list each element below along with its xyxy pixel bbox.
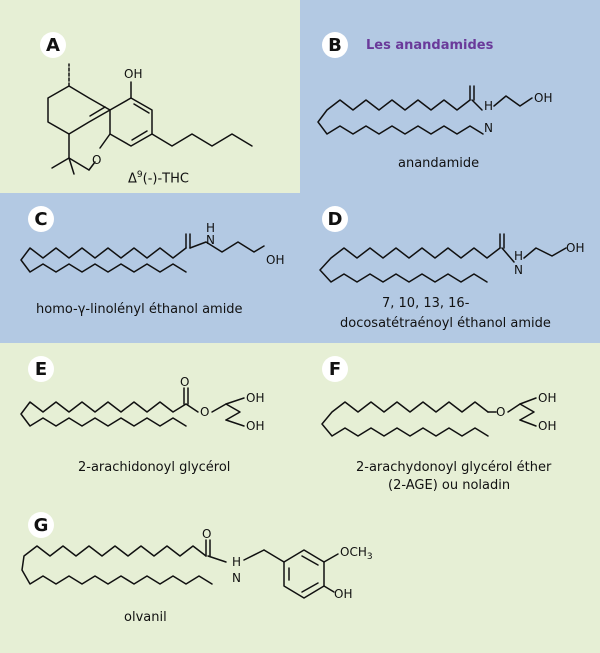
docosatetraenoyl-structure (319, 233, 567, 283)
2-ag-structure (20, 387, 245, 427)
caption-b: anandamide (398, 156, 480, 171)
olvanil-h-label: H (232, 555, 241, 569)
panel-b-bg (300, 0, 600, 193)
homo-linolenyl-structure (20, 233, 265, 273)
panel-b-title: Les anandamides (366, 38, 494, 53)
homo-linolenyl-oh-label: OH (266, 253, 284, 267)
olvanil-n-label: N (232, 571, 241, 585)
thc-o-label: O (92, 153, 101, 167)
caption-g: olvanil (124, 610, 167, 625)
anandamide-structure (317, 85, 533, 135)
olvanil-oh-label: OH (334, 587, 352, 601)
noladin-oh1-label: OH (538, 391, 556, 405)
noladin-oh2-label: OH (538, 419, 556, 433)
label-d: D (322, 206, 348, 232)
label-f: F (322, 356, 348, 382)
label-e: E (28, 356, 54, 382)
2-ag-oh1-label: OH (246, 391, 264, 405)
label-b: B (322, 32, 348, 58)
docosatetraenoyl-h-label: H (514, 249, 523, 263)
caption-f-line1: 2-arachydonoyl glycérol éther (356, 460, 552, 475)
label-a: A (40, 32, 66, 58)
label-c: C (28, 206, 54, 232)
olvanil-structure (21, 539, 339, 599)
anandamide-n-label: N (484, 121, 493, 135)
olvanil-och3-label: OCH3 (340, 545, 373, 562)
caption-c: homo-γ-linolényl éthanol amide (36, 302, 243, 317)
homo-linolenyl-h-label: H (206, 221, 215, 235)
caption-d-line2: docosatétraénoyl éthanol amide (340, 316, 551, 331)
anandamide-oh-label: OH (534, 91, 552, 105)
panel-cd-bg (0, 193, 600, 343)
anandamide-nh-label: H (484, 99, 493, 113)
caption-a: Δ9(-)-THC (128, 170, 189, 187)
panel-efg-bg (0, 343, 600, 653)
homo-linolenyl-n-label: N (206, 233, 215, 247)
noladin-structure (321, 397, 537, 437)
2-ag-oh2-label: OH (246, 419, 264, 433)
2-ag-ester-o-label: O (200, 405, 209, 419)
caption-e: 2-arachidonoyl glycérol (78, 460, 231, 475)
2-ag-carbonyl-o-label: O (180, 375, 189, 389)
noladin-o-label: O (496, 405, 505, 419)
caption-f-line2: (2-AGE) ou noladin (388, 478, 511, 493)
thc-oh-label: OH (124, 67, 142, 81)
docosatetraenoyl-oh-label: OH (566, 241, 584, 255)
docosatetraenoyl-n-label: N (514, 263, 523, 277)
label-g: G (28, 512, 54, 538)
olvanil-o-label: O (202, 527, 211, 541)
caption-d-line1: 7, 10, 13, 16- (382, 296, 470, 311)
thc-structure (47, 63, 253, 175)
